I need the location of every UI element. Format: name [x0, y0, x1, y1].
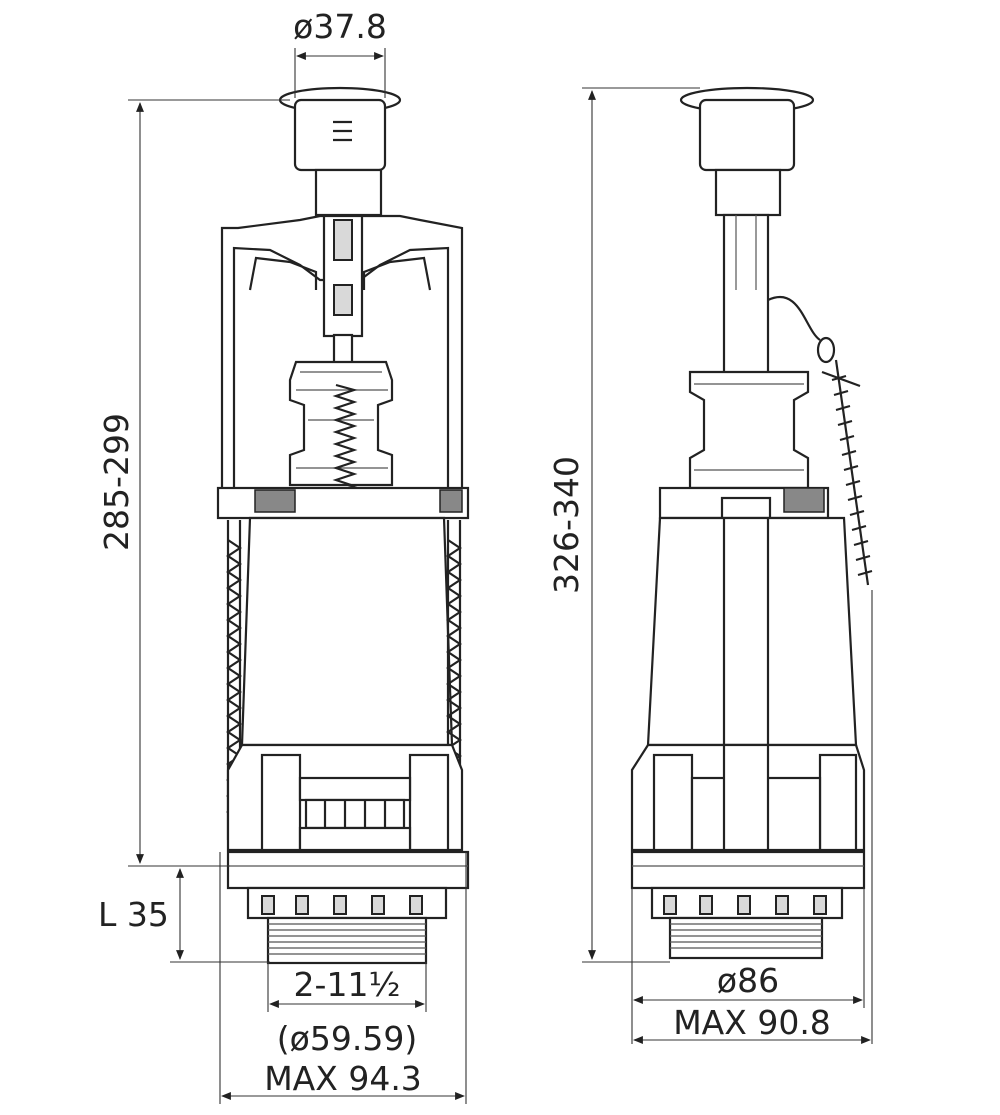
- front-view: [216, 86, 470, 965]
- thread-size-label: 2-11½: [294, 965, 401, 1004]
- button-diameter-label: ø37.8: [293, 7, 387, 46]
- left-height-label: 285-299: [97, 413, 136, 551]
- thread-length-label: L 35: [98, 895, 169, 934]
- base-diameter-label: ø86: [717, 961, 779, 1000]
- dimension-lines: [128, 48, 873, 1104]
- thread-diameter-label: (ø59.59): [277, 1019, 417, 1058]
- side-view: [630, 86, 873, 960]
- right-height-label: 326-340: [547, 456, 586, 594]
- right-max-width-label: MAX 90.8: [673, 1003, 831, 1042]
- left-max-width-label: MAX 94.3: [264, 1059, 422, 1098]
